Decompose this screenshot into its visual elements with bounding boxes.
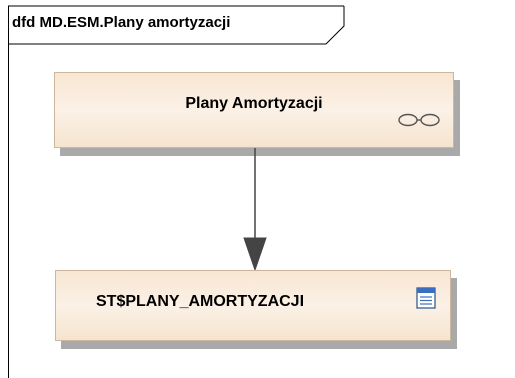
datastore-node-st-plany-amortyzacji[interactable]: ST$PLANY_AMORTYZACJI <box>55 270 451 341</box>
node-label: ST$PLANY_AMORTYZACJI <box>96 293 305 310</box>
frame-left-border <box>8 6 9 378</box>
table-icon <box>416 287 436 309</box>
frame-title: dfd MD.ESM.Plany amortyzacji <box>12 14 231 31</box>
link-icon <box>398 113 440 127</box>
node-label: Plany Amortyzacji <box>185 95 323 112</box>
frame-title-tab <box>8 5 345 45</box>
data-flow-arrow[interactable] <box>230 148 290 272</box>
process-node-plany-amortyzacji[interactable]: Plany Amortyzacji <box>54 72 454 148</box>
